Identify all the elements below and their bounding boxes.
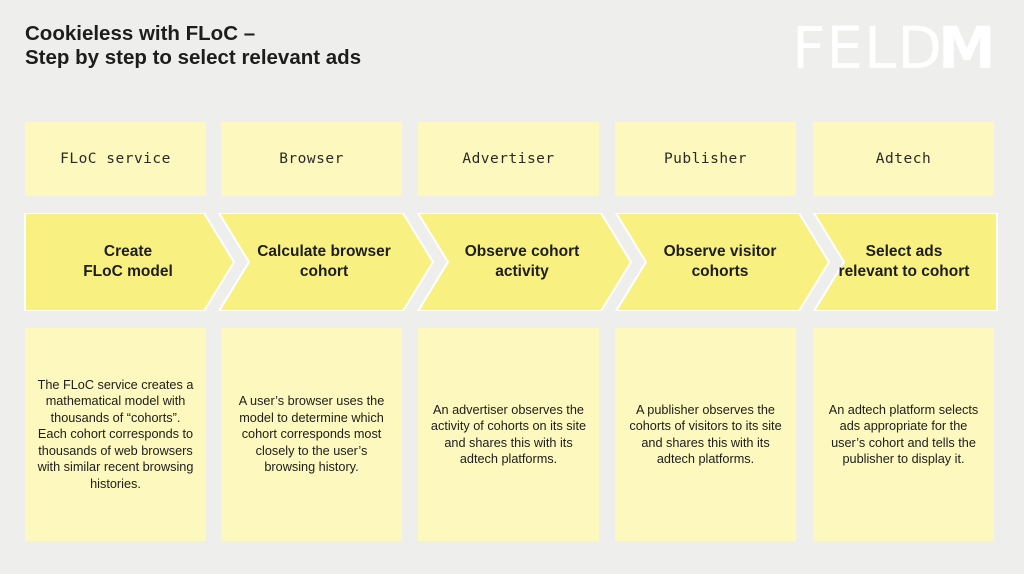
desc-publisher: A publisher observes the cohorts of visi… bbox=[615, 328, 796, 541]
title-line-2: Step by step to select relevant ads bbox=[25, 46, 362, 69]
title-line-1: Cookieless with FLoC – bbox=[25, 22, 256, 45]
step-select-ads: Select ads relevant to cohort bbox=[838, 243, 970, 280]
feldm-logo: FELD M bbox=[792, 18, 996, 74]
desc-floc-service-text: The FLoC service creates a mathematical … bbox=[37, 377, 194, 491]
step-observe-cohort-activity: Observe cohort activity bbox=[464, 243, 580, 280]
logo-text-light: FELD bbox=[792, 18, 943, 74]
stage-browser: Browser bbox=[221, 122, 402, 196]
desc-browser: A user’s browser uses the model to deter… bbox=[221, 328, 402, 541]
step-create-floc-model: Create FLoC model bbox=[83, 243, 173, 280]
arrow-step-create bbox=[24, 213, 236, 311]
arrow-step-observe-activity bbox=[416, 213, 633, 311]
desc-adtech-text: An adtech platform selects ads appropria… bbox=[828, 402, 979, 467]
arrow-step-observe-visitors bbox=[614, 213, 831, 311]
desc-floc-service: The FLoC service creates a mathematical … bbox=[25, 328, 206, 541]
arrow-step-calculate bbox=[217, 213, 435, 311]
stage-publisher: Publisher bbox=[615, 122, 796, 196]
desc-publisher-text: A publisher observes the cohorts of visi… bbox=[629, 402, 782, 467]
stage-adtech: Adtech bbox=[813, 122, 994, 196]
logo-text-bold: M bbox=[938, 18, 996, 74]
step-observe-visitor-cohorts: Observe visitor cohorts bbox=[663, 243, 777, 280]
desc-advertiser: An advertiser observes the activity of c… bbox=[418, 328, 599, 541]
stage-floc-service: FLoC service bbox=[25, 122, 206, 196]
step-calculate-browser-cohort: Calculate browser cohort bbox=[257, 243, 391, 280]
arrow-step-select-ads bbox=[812, 213, 998, 311]
process-arrows bbox=[24, 213, 998, 311]
stage-advertiser: Advertiser bbox=[418, 122, 599, 196]
desc-adtech: An adtech platform selects ads appropria… bbox=[813, 328, 994, 541]
page-title: Cookieless with FLoC – Step by step to s… bbox=[25, 22, 361, 70]
desc-browser-text: A user’s browser uses the model to deter… bbox=[238, 394, 385, 475]
desc-advertiser-text: An advertiser observes the activity of c… bbox=[430, 402, 587, 467]
stage-row: FLoC service Browser Advertiser Publishe… bbox=[0, 122, 1024, 196]
